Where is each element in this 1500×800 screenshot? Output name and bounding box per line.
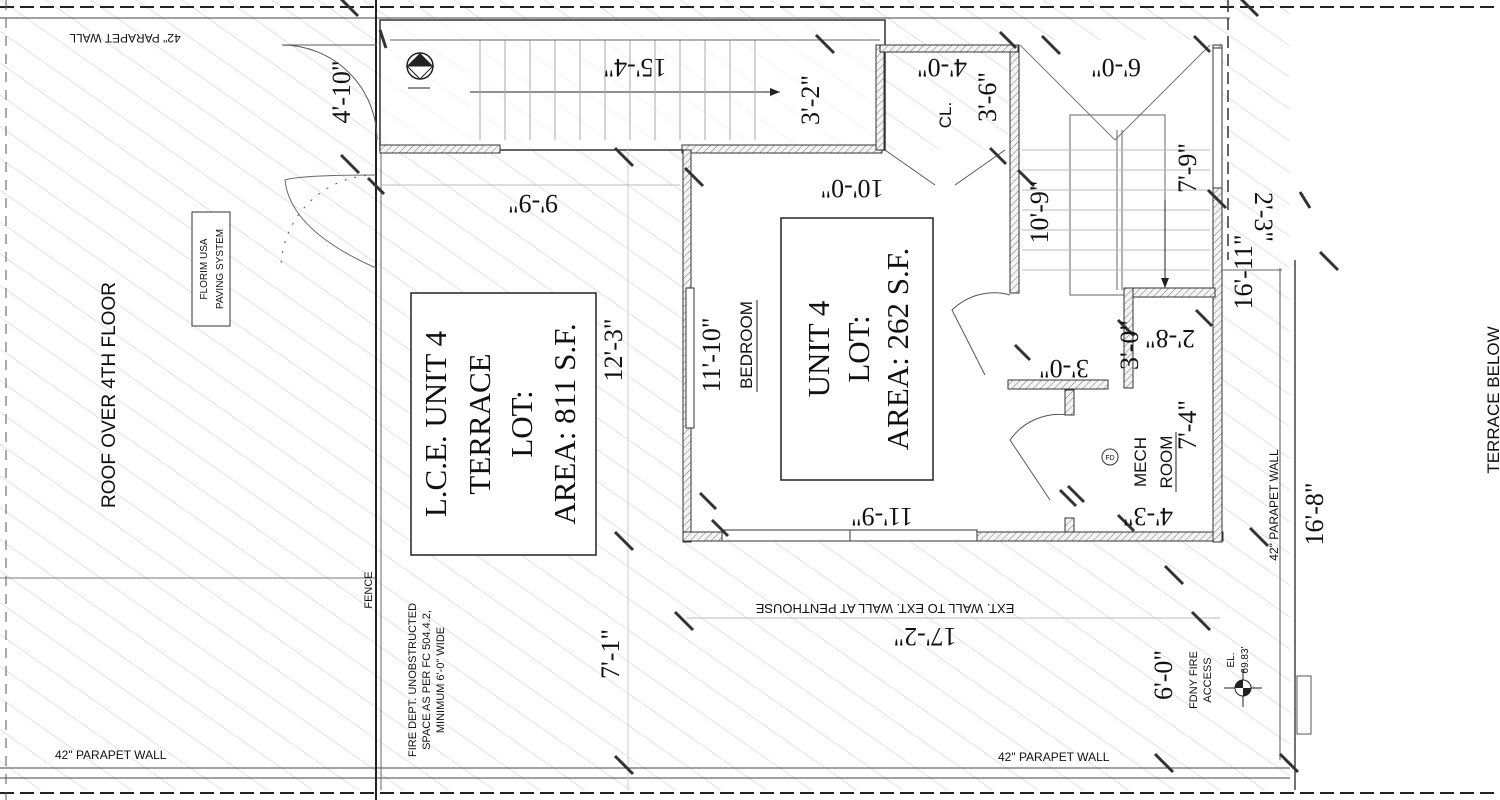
dim-3-2: 3'-2"	[796, 75, 825, 125]
parapet-label-bottom-left: 42" PARAPET WALL	[55, 748, 167, 762]
dim-9-9: 9'-9"	[508, 189, 558, 218]
floor-drain-icon: FD	[1101, 448, 1119, 466]
dim-6-0-top: 6'-0"	[1091, 53, 1141, 82]
dim-7-9: 7'-9"	[1173, 143, 1202, 193]
door-swing-mech	[1009, 413, 1069, 501]
parapet-label-top: 42" PARAPET WALL	[69, 31, 181, 45]
mech-wall-left	[1123, 287, 1134, 389]
dim-2-3: 2'-3"	[1249, 192, 1278, 242]
roof-over-label: ROOF OVER 4TH FLOOR	[99, 282, 120, 508]
fire-note-line1: FIRE DEPT. UNOBSTRUCTED	[407, 603, 419, 757]
closet-label: CL.	[936, 102, 955, 128]
door-swing-left2	[284, 174, 377, 269]
dim-3-6: 3'-6"	[973, 72, 1002, 122]
paving-label-2: PAVING SYSTEM	[215, 229, 226, 309]
dim-11-10: 11'-10"	[697, 318, 726, 393]
fdny-line2: ACCESS	[1202, 657, 1214, 702]
terrace-box-line2: TERRACE	[462, 353, 497, 494]
elevation-marker-icon	[1224, 669, 1262, 707]
dim-6-0-bottom: 6'-0"	[1149, 650, 1178, 700]
dim-3-0-h: 3'-0"	[1039, 354, 1089, 383]
unit4-box-line3: AREA: 262 S.F.	[880, 248, 915, 451]
dim-16-8: 16'-8"	[1300, 483, 1329, 546]
mech-label-2: ROOM	[1157, 436, 1176, 489]
terrace-below-label: TERRACE BELOW	[1484, 326, 1500, 473]
dim-17-2: 17'-2"	[894, 622, 957, 651]
fdny-line1: FDNY FIRE	[1188, 651, 1200, 709]
paving-box	[191, 211, 231, 327]
compass-icon	[405, 52, 435, 89]
dim-4-10: 4'-10"	[327, 61, 356, 124]
dim-12-3: 12'-3"	[599, 319, 628, 382]
dim-11-9: 11'-9"	[851, 502, 913, 531]
terrace-box-line1: L.C.E. UNIT 4	[418, 330, 453, 517]
stair-diag-1	[1019, 44, 1116, 141]
fire-note-line3: MINIMUM 6'-0" WIDE	[435, 627, 447, 733]
mech-wall-top	[1129, 287, 1216, 298]
unit4-box-line1: UNIT 4	[801, 300, 836, 397]
dim-16-11: 16'-11"	[1229, 235, 1258, 310]
closet-wall-top	[879, 44, 1019, 53]
mech-post	[1064, 517, 1075, 533]
terrace-box-line3: LOT:	[504, 390, 539, 457]
hall-wall	[1007, 379, 1109, 390]
parapet-label-right: 42" PARAPET WALL	[1267, 449, 1281, 561]
paving-label-1: FLORIM USA	[199, 238, 210, 299]
stair-treads-top	[479, 40, 756, 140]
hall-post	[1064, 389, 1075, 416]
door-swing-top	[281, 44, 378, 141]
elevation-line2: 69.83'	[1240, 646, 1251, 673]
stair-arrow	[770, 88, 780, 96]
fire-note-line2: SPACE AS PER FC 504.4.2,	[421, 610, 433, 750]
dim-4-0: 4'-0"	[917, 53, 967, 82]
mech-label-1: MECH	[1131, 437, 1150, 487]
svg-text:FD: FD	[1105, 455, 1114, 462]
terrace-area-box	[410, 292, 597, 556]
stair-down-arrowhead	[1161, 278, 1169, 288]
door-swing-bedroom	[951, 292, 1011, 376]
parapet-label-bottom-right: 42" PARAPET WALL	[998, 750, 1110, 764]
closet-wall-right	[1009, 44, 1020, 294]
dim-7-1: 7'-1"	[596, 629, 625, 679]
unit4-box-line2: LOT:	[841, 315, 876, 382]
fence-label: FENCE	[363, 571, 375, 608]
bedroom-window-left	[685, 287, 695, 429]
terrace-box-line4: AREA: 811 S.F.	[547, 323, 582, 524]
dim-3-0-v: 3'-0"	[1115, 320, 1144, 370]
dim-15-4: 15'-4"	[604, 53, 667, 82]
stair-treads-right	[1022, 149, 1210, 271]
wall-segment-a	[379, 144, 501, 154]
dimension-ticks	[339, 0, 1340, 776]
bedroom-label: BEDROOM	[737, 301, 756, 389]
stair-diag-2	[1114, 44, 1211, 141]
top-corridor-wall	[379, 19, 886, 151]
ext-wall-label: EXT. WALL TO EXT. WALL AT PENTHOUSE	[755, 601, 1014, 616]
dim-7-4: 7'-4"	[1173, 400, 1202, 450]
unit4-area-box	[780, 217, 934, 481]
wall-segment-b	[681, 144, 883, 154]
wall-segment-c	[875, 44, 885, 151]
dim-10-9: 10'-9"	[1025, 181, 1054, 244]
dim-10-0: 10'-0"	[821, 174, 884, 203]
dim-4-3: 4'-3"	[1123, 502, 1173, 531]
dim-2-8: 2'-8"	[1145, 324, 1195, 353]
elevation-line1: EL.	[1226, 652, 1237, 667]
right-notch	[1296, 675, 1312, 735]
stair-window-right	[1212, 47, 1223, 189]
